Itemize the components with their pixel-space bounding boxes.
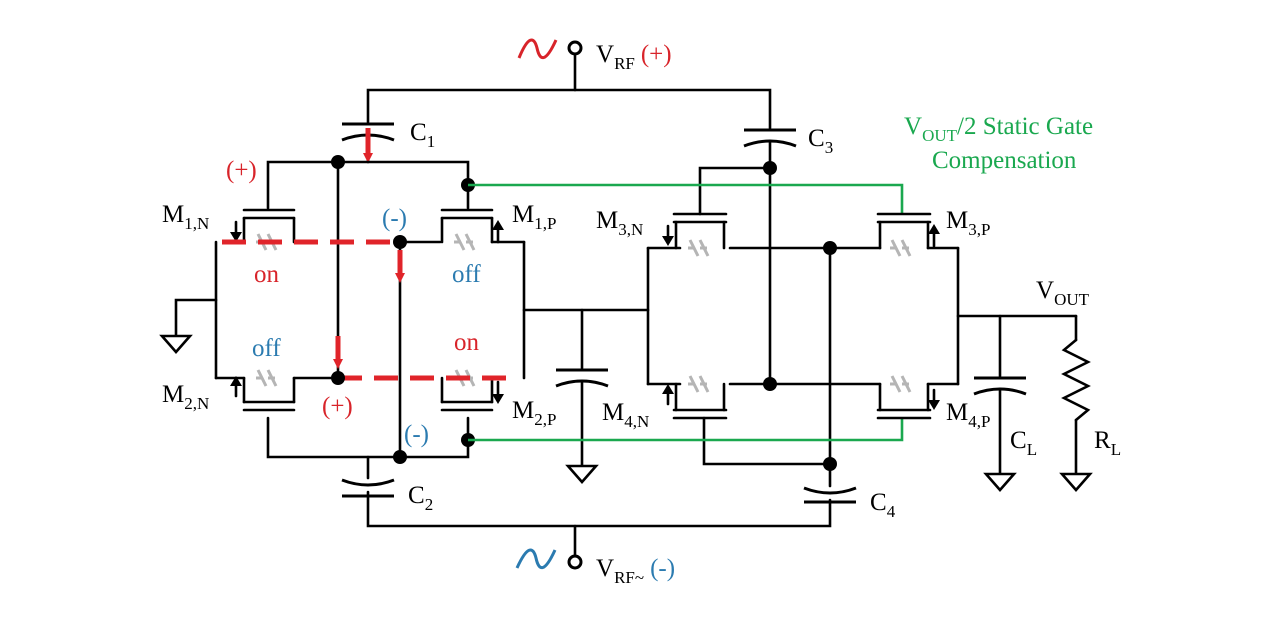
label-m2n: M2,N [162,381,209,413]
terminal-vrf-neg [567,554,583,570]
capacitor-c3 [743,128,797,386]
label-m4p: M4,P [946,399,990,431]
label-m4n: M4,N [602,399,649,431]
terminal-vrf-pos [567,40,583,56]
rf-buses [366,88,832,528]
label-plus-top: (+) [226,157,257,184]
capacitor-c4 [803,246,857,504]
label-rl: RL [1094,427,1121,459]
mosfet-m1n [230,208,296,251]
label-c4: C4 [870,489,896,521]
conduction-path-bottom [214,336,518,381]
label-m1p: M1,P [512,201,556,233]
label-m2p: M2,P [512,397,556,429]
label-off-bottom: off [252,335,281,362]
sine-wave-icon [515,548,557,569]
label-cl: CL [1010,427,1037,459]
label-minus-bottom: (-) [404,421,429,448]
mosfet-m3n [662,212,728,257]
label-m1n: M1,N [162,201,209,233]
label-plus-bottom: (+) [322,393,353,420]
mosfet-m3p [876,212,940,257]
label-m3p: M3,P [946,207,990,239]
label-vrf-pos: VRF(+) [596,41,672,73]
label-on-top: on [254,261,280,288]
label-minus-top: (-) [382,205,407,232]
capacitor-c1 [341,122,395,164]
label-off-top: off [452,261,481,288]
rf-source-negative [515,524,583,570]
rf-source-positive [517,38,583,92]
label-c3: C3 [808,125,833,157]
capacitor-c2 [341,455,395,498]
mosfet-m1p [440,208,504,251]
label-vrf-neg: VRF~(-) [596,555,675,587]
mosfet-m4p [876,375,940,420]
label-c1: C1 [410,119,435,151]
label-m3n: M3,N [596,207,643,239]
label-vout: VOUT [1036,277,1090,309]
label-c2: C2 [408,482,433,514]
label-compensation-line2: Compensation [932,147,1077,174]
sine-wave-icon [517,38,558,59]
right-stage-wires [468,166,1093,492]
mosfet-m2n [230,369,296,412]
mosfet-m4n [662,375,728,420]
label-on-bottom: on [454,329,480,356]
label-compensation-line1: VOUT/2 Static Gate [904,113,1093,145]
